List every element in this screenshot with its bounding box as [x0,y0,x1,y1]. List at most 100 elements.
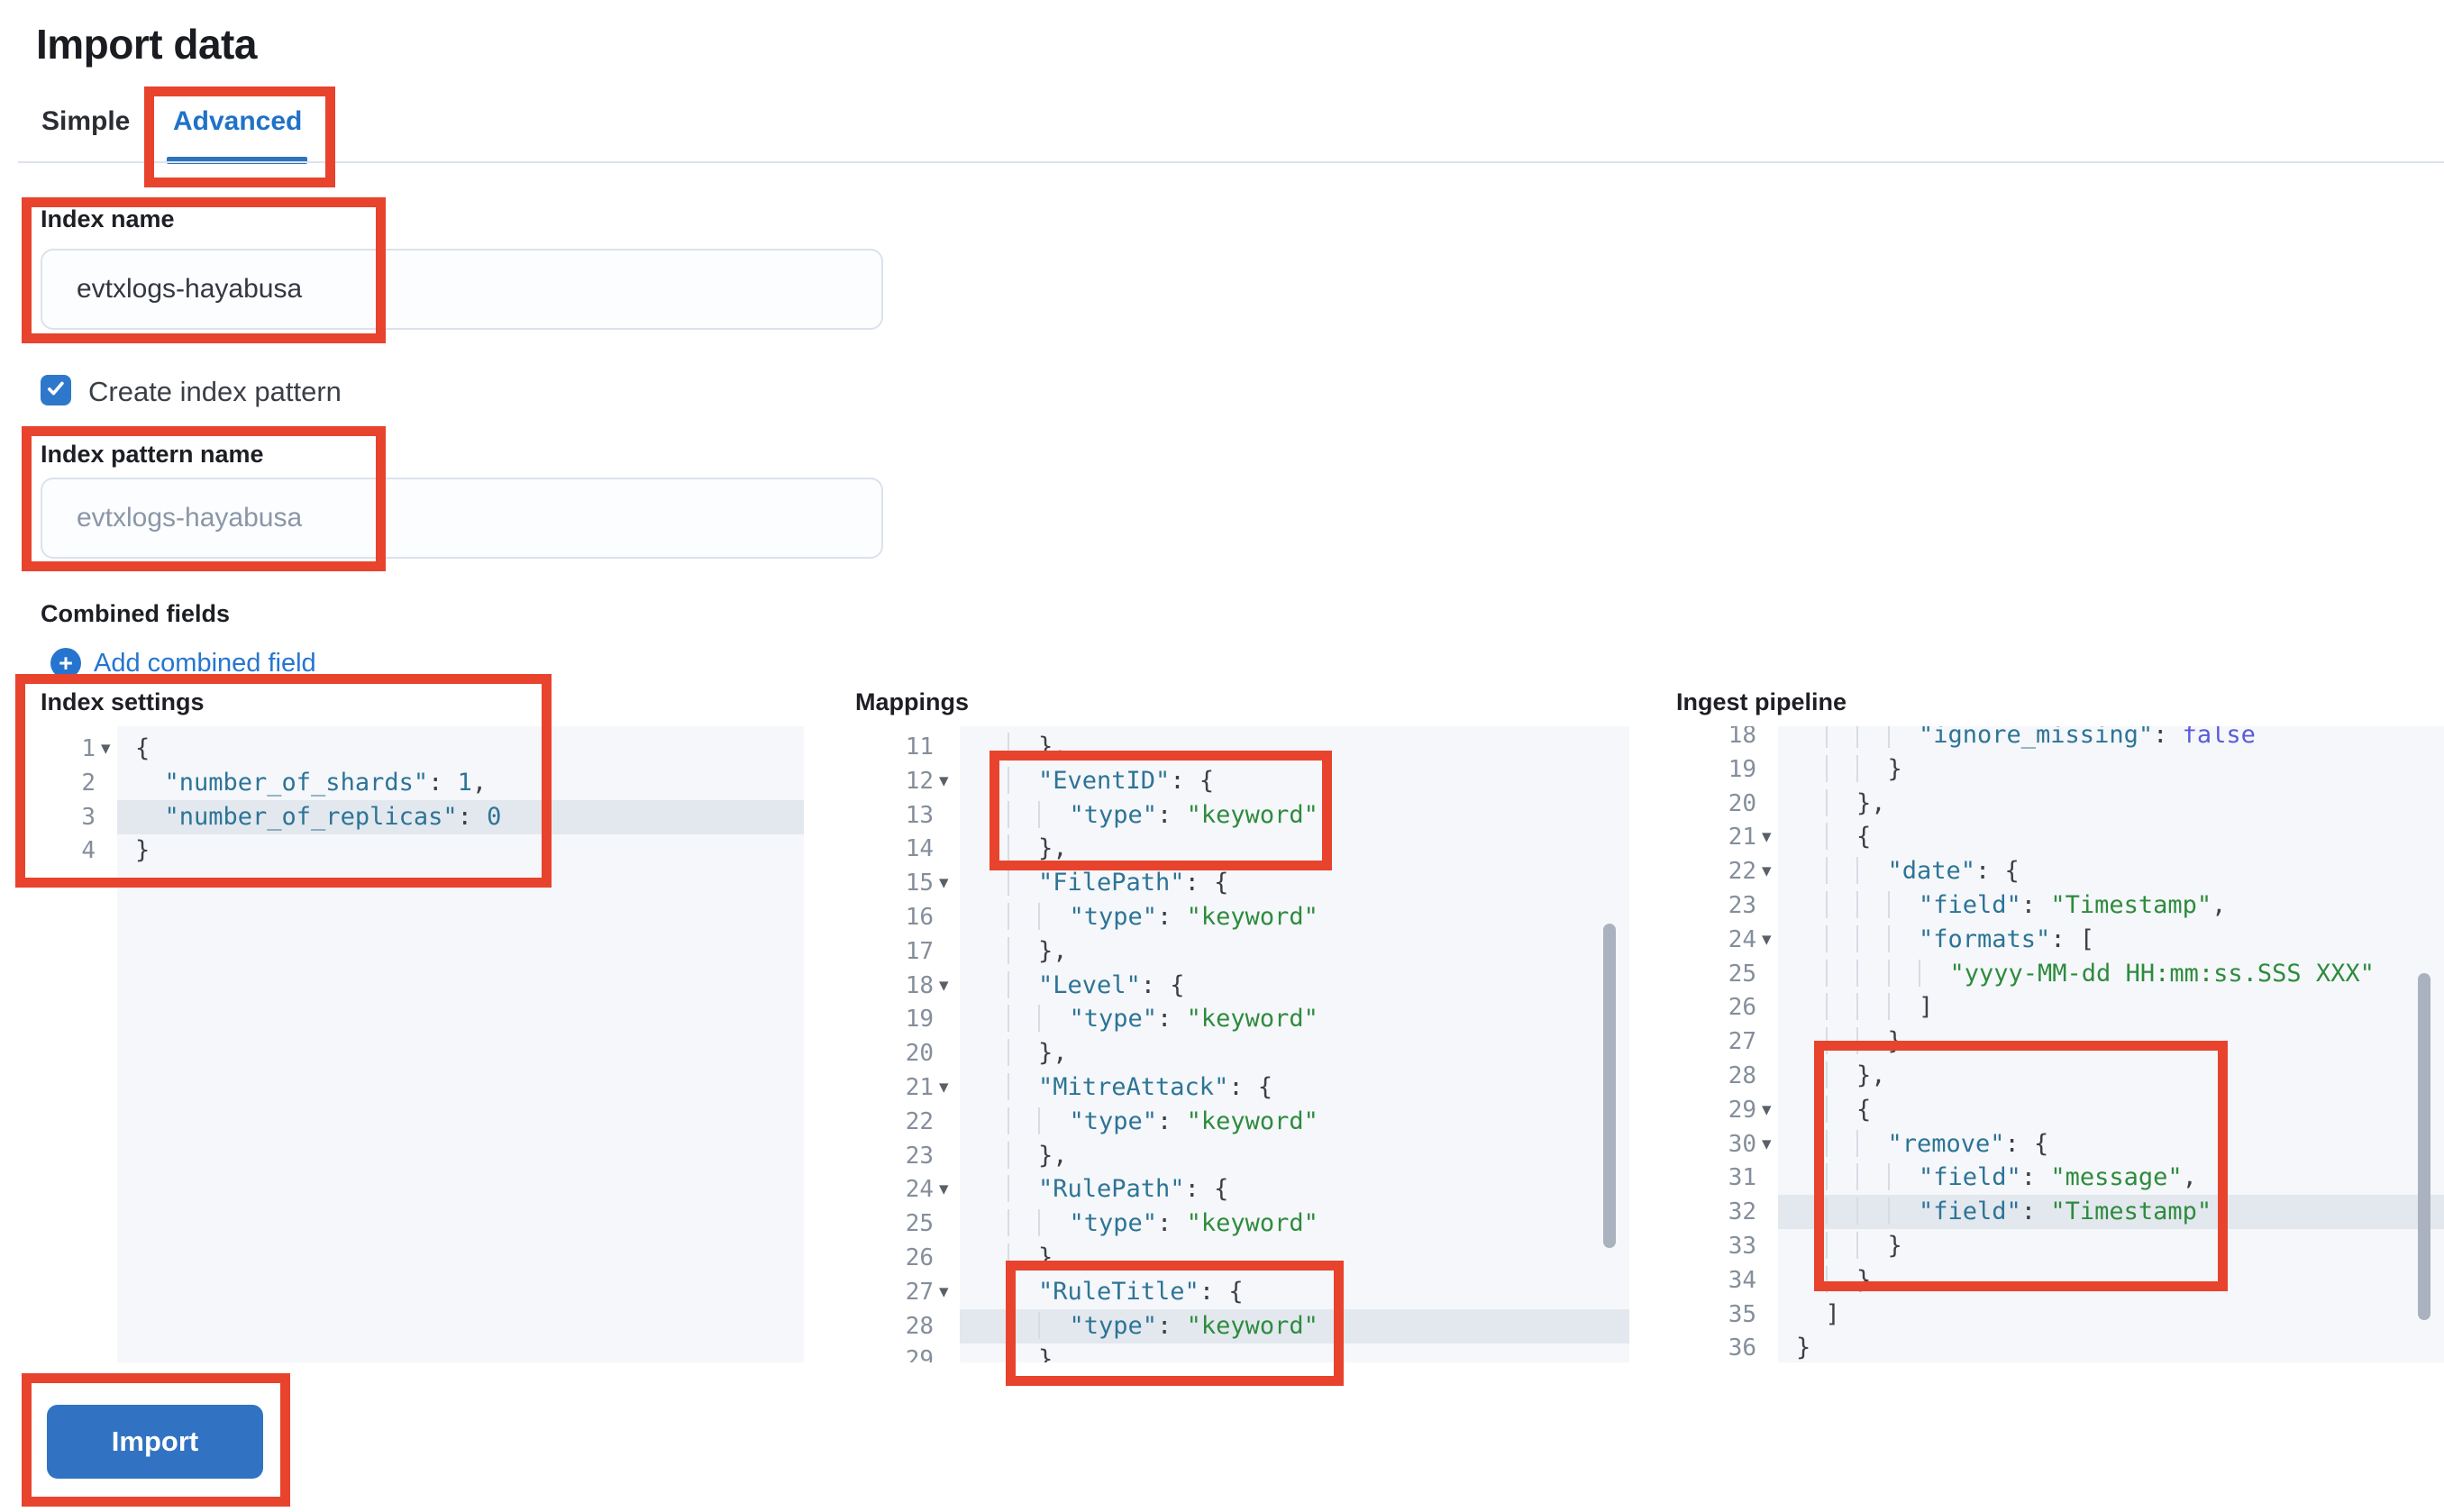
indent-guide [1038,1209,1070,1237]
code-line: } [1778,752,2444,787]
code-line-active: "field": "Timestamp" [1778,1195,2444,1230]
line-number: 27 [1728,1028,1756,1056]
line-number: 24 [1728,925,1756,953]
fold-arrow-icon[interactable]: ▾ [939,973,949,996]
indent-guide [1856,891,1888,918]
indent-guide [1887,891,1920,918]
create-index-pattern-label: Create index pattern [88,376,342,407]
indent-guide [1856,754,1888,782]
fold-arrow-icon[interactable]: ▾ [1762,860,1772,882]
indent-guide [1825,1061,1857,1088]
line-number: 11 [905,733,934,761]
tab-simple[interactable]: Simple [41,106,131,136]
import-button[interactable]: Import [47,1405,263,1479]
code-line: }, [960,1036,1629,1070]
fold-arrow-icon[interactable]: ▾ [939,871,949,894]
code-line: } [1778,1263,2444,1298]
line-number: 20 [1728,789,1756,817]
code-line: }, [960,1343,1629,1362]
fold-arrow-icon[interactable]: ▾ [1762,1132,1772,1154]
line-number: 34 [1728,1266,1756,1294]
code-line: }, [960,832,1629,866]
code-line: }, [960,1241,1629,1275]
code-line-active: "type": "keyword" [960,1308,1629,1343]
indent-guide [1007,936,1039,964]
code-line: { [1778,820,2444,854]
add-combined-field-link[interactable]: Add combined field [94,649,316,678]
fold-arrow-icon[interactable]: ▾ [101,737,111,759]
code-line: ] [1778,990,2444,1025]
line-number: 25 [1728,960,1756,988]
indent-guide [1825,1027,1857,1055]
fold-arrow-icon[interactable]: ▾ [1762,1098,1772,1120]
indent-guide [1007,1209,1039,1237]
code-line: "type": "keyword" [960,1207,1629,1241]
fold-arrow-icon[interactable]: ▾ [1762,927,1772,950]
indent-guide [1825,1232,1857,1259]
index-pattern-name-label: Index pattern name [41,441,264,468]
line-number: 29 [1728,1096,1756,1124]
tab-advanced[interactable]: Advanced [173,106,303,136]
fold-arrow-icon[interactable]: ▾ [939,769,949,791]
mappings-editor[interactable]: },"EventID": {"type": "keyword"},"FilePa… [960,726,1629,1362]
annotation-advanced-tab [144,87,335,187]
create-index-pattern-checkbox[interactable] [41,375,71,405]
line-number: 26 [905,1244,934,1271]
indent-guide [1856,925,1888,952]
line-number: 36 [1728,1334,1756,1362]
index-settings-editor[interactable]: {"number_of_shards": 1,"number_of_replic… [117,726,804,1362]
ingest-pipeline-editor[interactable]: "ignore_missing": false}},{"date": {"fie… [1778,726,2444,1362]
indent-guide [1887,993,1920,1021]
code-line: ] [1825,1299,1840,1328]
plus-circle-icon[interactable]: + [50,648,81,679]
line-number: 25 [905,1210,934,1238]
fold-arrow-icon[interactable]: ▾ [939,1280,949,1302]
code-line: } [1796,1334,1811,1362]
fold-arrow-icon[interactable]: ▾ [939,1178,949,1200]
indent-guide [1887,925,1920,952]
fold-arrow-icon[interactable]: ▾ [1762,825,1772,848]
ingest-pipeline-scrollbar-thumb[interactable] [2418,973,2430,1320]
indent-guide [1825,823,1857,851]
indent-guide [1007,1073,1039,1100]
code-line: }, [960,934,1629,969]
line-number: 17 [905,937,934,965]
index-pattern-name-input[interactable] [41,478,883,559]
line-number: 19 [905,1006,934,1034]
code-line: "formats": [ [1778,923,2444,957]
indent-guide [1007,766,1039,794]
line-number: 21 [1728,824,1756,852]
line-number: 20 [905,1040,934,1068]
code-line: }, [960,730,1629,764]
indent-guide [1856,959,1888,987]
line-number: 14 [905,835,934,863]
fold-arrow-icon[interactable]: ▾ [939,1076,949,1098]
line-number: 28 [905,1312,934,1340]
index-name-input[interactable] [41,249,883,330]
indent-guide [1007,1005,1039,1033]
mappings-scrollbar-thumb[interactable] [1603,924,1616,1248]
indent-guide [1007,1243,1039,1271]
line-number: 23 [1728,892,1756,919]
line-number: 15 [905,870,934,897]
code-line: "type": "keyword" [960,798,1629,833]
indent-guide [1825,1129,1857,1157]
line-number: 23 [905,1142,934,1170]
code-line: "ignore_missing": false [1778,726,2444,752]
code-line: "MitreAttack": { [960,1070,1629,1105]
indent-guide [1856,857,1888,885]
line-number: 29 [905,1346,934,1362]
indent-guide [1887,726,1920,748]
indent-guide [1007,1277,1039,1305]
indent-guide [1825,726,1857,748]
line-number: 18 [1728,726,1756,749]
code-line: "number_of_shards": 1, [164,768,488,797]
code-line: }, [1778,787,2444,821]
line-number: 12 [905,767,934,795]
indent-guide [1007,733,1039,760]
index-name-label: Index name [41,205,175,232]
indent-guide [1825,857,1857,885]
line-number: 33 [1728,1233,1756,1260]
